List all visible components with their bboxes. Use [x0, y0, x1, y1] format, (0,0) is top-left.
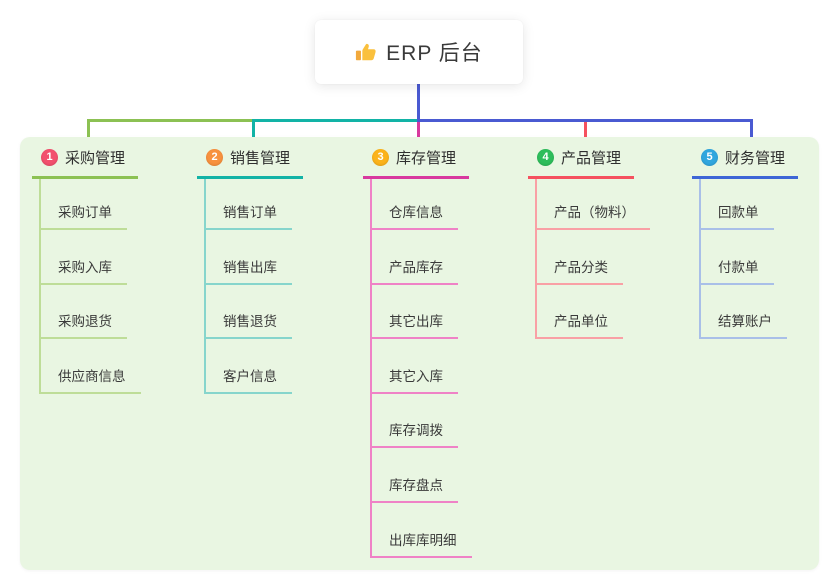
node-product-category[interactable]: 产品分类 [537, 230, 623, 285]
branch-number-badge: 1 [41, 148, 58, 166]
branch-product-children: 产品（物料） 产品分类 产品单位 [535, 179, 650, 340]
thumbs-up-icon [355, 41, 377, 63]
node-purchase-inbound[interactable]: 采购入库 [41, 230, 127, 285]
branch-purchase-header[interactable]: 1 采购管理 [32, 146, 139, 179]
mindmap-panel [20, 137, 819, 570]
bus-segment-sales [252, 119, 418, 122]
branch-sales: 2 销售管理 销售订单 销售出库 销售退货 客户信息 [197, 146, 304, 394]
branch-number-badge: 4 [537, 148, 554, 166]
branch-finance-children: 回款单 付款单 结算账户 [699, 179, 787, 340]
branch-label: 财务管理 [725, 149, 786, 167]
node-other-outbound[interactable]: 其它出库 [372, 285, 458, 340]
node-sales-outbound[interactable]: 销售出库 [206, 230, 292, 285]
branch-label: 库存管理 [396, 149, 457, 167]
node-purchase-return[interactable]: 采购退货 [41, 285, 127, 340]
branch-product-header[interactable]: 4 产品管理 [528, 146, 635, 179]
branch-number-badge: 2 [206, 148, 223, 166]
drop-line-sales [252, 119, 255, 143]
node-outbound-detail[interactable]: 出库库明细 [372, 503, 472, 558]
root-connector-line [417, 84, 420, 122]
node-sales-order[interactable]: 销售订单 [206, 179, 292, 230]
node-product-unit[interactable]: 产品单位 [537, 285, 623, 340]
root-title: ERP 后台 [386, 42, 483, 65]
node-stock-transfer[interactable]: 库存调拨 [372, 394, 458, 449]
node-collection-order[interactable]: 回款单 [701, 179, 774, 230]
node-customer-info[interactable]: 客户信息 [206, 339, 292, 394]
node-other-inbound[interactable]: 其它入库 [372, 339, 458, 394]
node-supplier-info[interactable]: 供应商信息 [41, 339, 141, 394]
branch-sales-header[interactable]: 2 销售管理 [197, 146, 304, 179]
bus-segment-right [417, 119, 753, 122]
drop-line-purchase [87, 119, 90, 143]
node-settlement-account[interactable]: 结算账户 [701, 285, 787, 340]
branch-number-badge: 3 [372, 148, 389, 166]
root-node[interactable]: ERP 后台 [315, 20, 523, 84]
branch-finance-header[interactable]: 5 财务管理 [692, 146, 799, 179]
node-sales-return[interactable]: 销售退货 [206, 285, 292, 340]
node-product-material[interactable]: 产品（物料） [537, 179, 650, 230]
node-product-stock[interactable]: 产品库存 [372, 230, 458, 285]
drop-line-inventory [417, 122, 420, 142]
node-warehouse-info[interactable]: 仓库信息 [372, 179, 458, 230]
drop-line-finance [750, 119, 753, 143]
bus-segment-purchase [87, 119, 253, 122]
node-purchase-order[interactable]: 采购订单 [41, 179, 127, 230]
branch-inventory-children: 仓库信息 产品库存 其它出库 其它入库 库存调拨 库存盘点 出库库明细 [370, 179, 472, 558]
drop-line-product [584, 122, 587, 142]
branch-finance: 5 财务管理 回款单 付款单 结算账户 [692, 146, 799, 340]
branch-inventory: 3 库存管理 仓库信息 产品库存 其它出库 其它入库 库存调拨 库存盘点 出库库… [363, 146, 472, 558]
branch-product: 4 产品管理 产品（物料） 产品分类 产品单位 [528, 146, 650, 340]
branch-label: 采购管理 [65, 149, 126, 167]
branch-inventory-header[interactable]: 3 库存管理 [363, 146, 470, 179]
branch-label: 产品管理 [561, 149, 622, 167]
branch-label: 销售管理 [230, 149, 291, 167]
node-payment-order[interactable]: 付款单 [701, 230, 774, 285]
node-stock-taking[interactable]: 库存盘点 [372, 448, 458, 503]
branch-purchase-children: 采购订单 采购入库 采购退货 供应商信息 [39, 179, 141, 394]
branch-sales-children: 销售订单 销售出库 销售退货 客户信息 [204, 179, 292, 394]
branch-purchase: 1 采购管理 采购订单 采购入库 采购退货 供应商信息 [32, 146, 141, 394]
branch-number-badge: 5 [701, 148, 718, 166]
